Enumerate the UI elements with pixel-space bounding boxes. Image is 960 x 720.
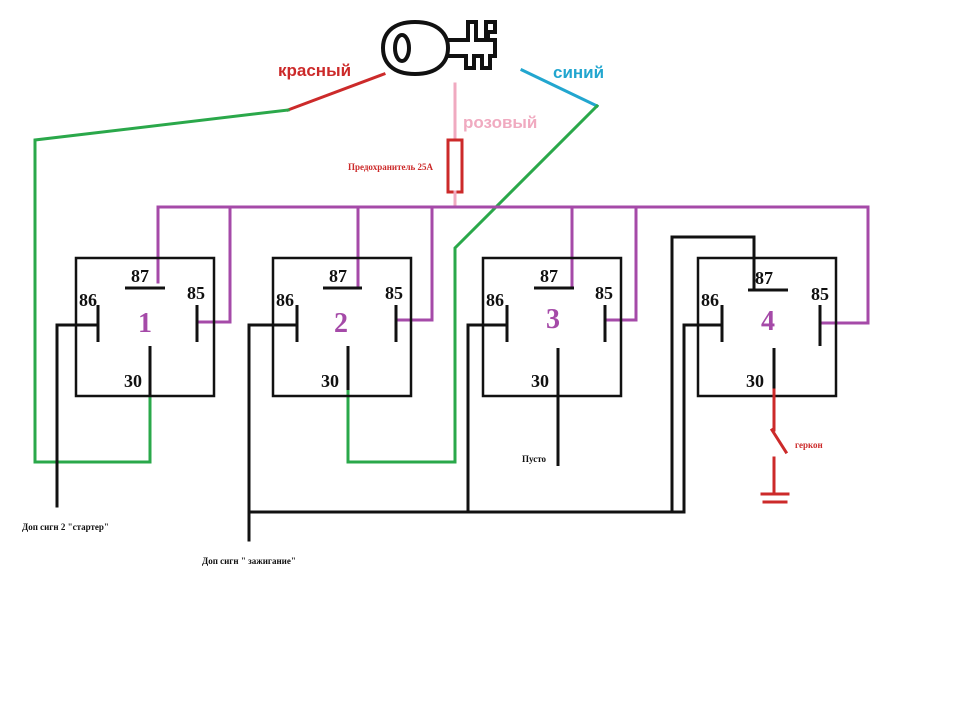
blue-wire-label: синий <box>553 63 604 82</box>
starter-wire <box>55 323 100 508</box>
relay-1-number: 1 <box>138 308 152 339</box>
relay-3-pin86: 86 <box>486 290 504 310</box>
empty-label: Пусто <box>522 454 547 464</box>
relay-4-pin30: 30 <box>746 371 764 391</box>
relay-3-number: 3 <box>546 304 560 335</box>
ignition-wire <box>247 323 299 542</box>
relay1-85-feed <box>195 205 232 324</box>
red-wire <box>286 72 386 112</box>
starter-label: Доп сигн 2 "стартер" <box>22 522 109 532</box>
relay-3-pin85: 85 <box>595 283 613 303</box>
relay4-87-wire <box>670 235 756 514</box>
relay-4-box <box>696 256 838 398</box>
relay-2-contacts <box>295 286 398 390</box>
relay-3-pin87: 87 <box>540 266 558 286</box>
reed-switch-label: геркон <box>795 440 823 450</box>
fuse-icon <box>446 138 464 194</box>
green-wire-relay2 <box>346 103 600 464</box>
relay3-85-feed <box>603 205 638 322</box>
relay-4-pin87: 87 <box>755 268 773 288</box>
relay-2-box <box>271 256 413 398</box>
relay-1-box <box>74 256 216 398</box>
relay-1-pin87: 87 <box>131 266 149 286</box>
relay-1-contacts <box>96 286 199 396</box>
relay-1-pin85: 85 <box>187 283 205 303</box>
reed-switch-icon <box>760 388 790 504</box>
purple-bus <box>156 205 870 325</box>
red-wire-label: красный <box>278 61 351 80</box>
relay-3-pin30: 30 <box>531 371 549 391</box>
ignition-bus <box>247 323 724 514</box>
relay-4-contacts <box>720 288 822 390</box>
pink-wire-label: розовый <box>463 113 537 132</box>
relay-1-pin30: 30 <box>124 371 142 391</box>
relay-3-box <box>481 256 623 398</box>
relay-4-pin85: 85 <box>811 284 829 304</box>
relay-2-pin85: 85 <box>385 283 403 303</box>
relay-2-pin86: 86 <box>276 290 294 310</box>
relay2-85-feed <box>394 205 434 322</box>
blue-wire <box>519 67 600 109</box>
relay-2-pin30: 30 <box>321 371 339 391</box>
ignition-label: Доп сигн " зажигание" <box>202 556 296 566</box>
fuse-label: Предохранитель 25А <box>348 162 434 172</box>
relay-2-pin87: 87 <box>329 266 347 286</box>
ignition-key-icon <box>380 19 497 77</box>
relay-1-pin86: 86 <box>79 290 97 310</box>
green-wire-relay1 <box>33 108 290 464</box>
relay3-86-wire <box>466 323 509 514</box>
relay-4-pin86: 86 <box>701 290 719 310</box>
relay-2-number: 2 <box>334 308 348 339</box>
relay-4-number: 4 <box>761 306 775 337</box>
